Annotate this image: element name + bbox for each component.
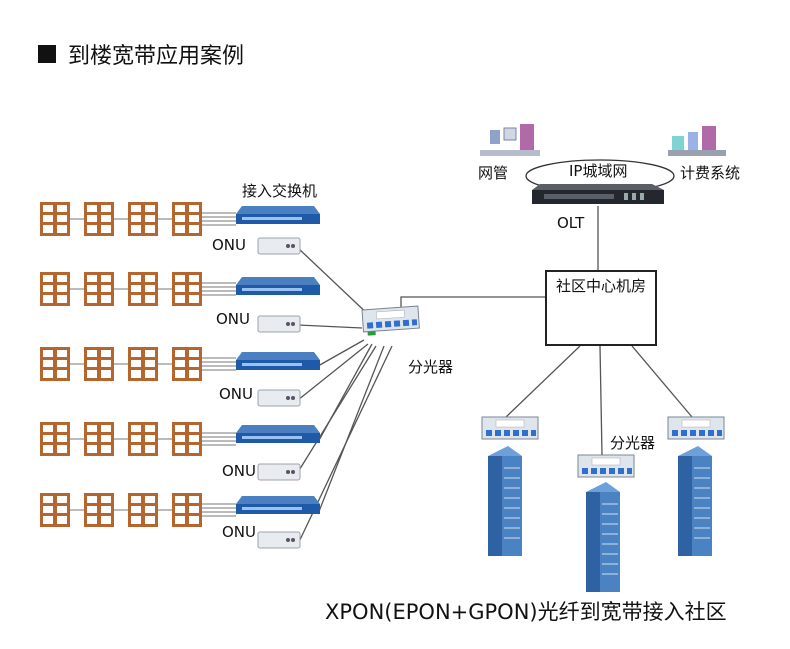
splitter-label-lower: 分光器 [610, 434, 656, 452]
connection-lines [297, 206, 693, 545]
tower-left-icon [487, 445, 523, 557]
building-row-4 [40, 422, 320, 481]
access-switch-4 [236, 425, 320, 443]
splitter-label-main: 分光器 [408, 358, 454, 376]
tower-right-icon [677, 445, 713, 557]
onu-label-4: ONU [222, 462, 257, 480]
olt-label: OLT [557, 214, 585, 232]
access-switch-3 [236, 352, 320, 370]
onu-icon-1 [257, 237, 301, 255]
access-switch-5 [236, 496, 320, 514]
network-mgmt-icon [480, 124, 540, 156]
onu-label-2: ONU [216, 310, 251, 328]
building-row-2 [40, 272, 320, 333]
access-switch-label: 接入交换机 [242, 182, 318, 200]
onu-label-5: ONU [222, 523, 257, 541]
onu-icon-4 [257, 463, 301, 481]
building-row-1 [40, 202, 320, 255]
olt-icon [532, 184, 664, 204]
access-switch-1 [236, 206, 320, 224]
ip-metro-label: IP城域网 [569, 162, 628, 180]
onu-label-1: ONU [212, 236, 247, 254]
network-mgmt-label: 网管 [478, 164, 509, 182]
onu-icon-5 [257, 531, 301, 549]
tower-middle-icon [585, 481, 621, 593]
community-room-box: 社区中心机房 [545, 270, 657, 346]
splitter-middle-icon [577, 454, 635, 478]
onu-icon-3 [257, 389, 301, 407]
main-splitter-icon [361, 305, 420, 336]
building-row-5 [40, 493, 320, 549]
onu-label-3: ONU [219, 385, 254, 403]
billing-label: 计费系统 [680, 164, 741, 182]
billing-icon [668, 126, 726, 156]
access-switch-2 [236, 277, 320, 295]
diagram-caption: XPON(EPON+GPON)光纤到宽带接入社区 [325, 600, 727, 624]
onu-icon-2 [257, 315, 301, 333]
building-row-3 [40, 347, 320, 407]
page-title: 到楼宽带应用案例 [38, 38, 244, 70]
splitter-right-icon [667, 416, 725, 440]
splitter-left-icon [481, 416, 539, 440]
title-square-icon [38, 45, 56, 63]
community-room-label: 社区中心机房 [555, 277, 646, 295]
page-title-text: 到楼宽带应用案例 [68, 44, 245, 69]
